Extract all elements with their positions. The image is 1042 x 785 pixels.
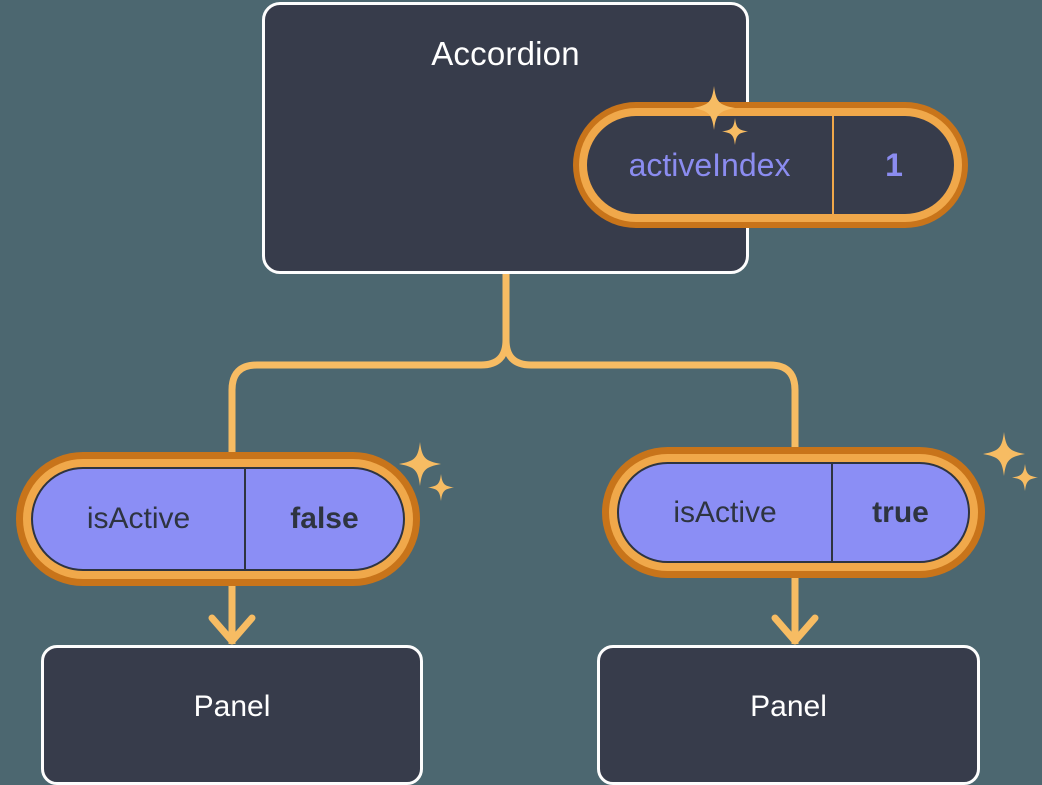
state-chip-ring: isActive true (609, 454, 978, 571)
sparkle-large-icon (983, 432, 1025, 476)
state-key-activeindex: activeIndex (587, 116, 834, 214)
state-chip-body: activeIndex 1 (587, 116, 954, 214)
sparkle-small-icon (428, 474, 454, 501)
panel-card-right[interactable]: Panel (597, 645, 980, 785)
state-chip-isactive-true[interactable]: isActive true (602, 447, 985, 578)
arrowhead-panel-left-icon (208, 614, 256, 645)
sparkle-state-right-group (978, 430, 1042, 505)
state-key-isactive-left: isActive (33, 469, 246, 569)
state-value-isactive-left: false (290, 502, 359, 535)
state-chip-body: isActive true (617, 462, 970, 563)
state-chip-body: isActive false (31, 467, 405, 571)
panel-right-title: Panel (750, 690, 827, 723)
accordion-component-card[interactable]: Accordion activeIndex 1 (262, 2, 968, 274)
state-chip-ring: activeIndex 1 (579, 108, 962, 222)
panel-left-title: Panel (193, 690, 271, 723)
sparkle-small-icon (1012, 464, 1038, 491)
connector-junction-to-right (502, 339, 799, 462)
accordion-title: Accordion (431, 35, 580, 72)
panel-card-left[interactable]: Panel (41, 645, 423, 785)
state-chip-activeindex[interactable]: activeIndex 1 (573, 102, 968, 228)
state-chip-ring: isActive false (23, 459, 413, 579)
state-value-isactive-right: true (872, 495, 929, 529)
state-key-isactive-right: isActive (619, 464, 833, 561)
connector-junction-to-left (228, 339, 510, 468)
arrowhead-panel-right-icon (771, 614, 819, 645)
state-value-activeindex: 1 (885, 146, 903, 183)
state-chip-isactive-false[interactable]: isActive false (16, 452, 420, 586)
